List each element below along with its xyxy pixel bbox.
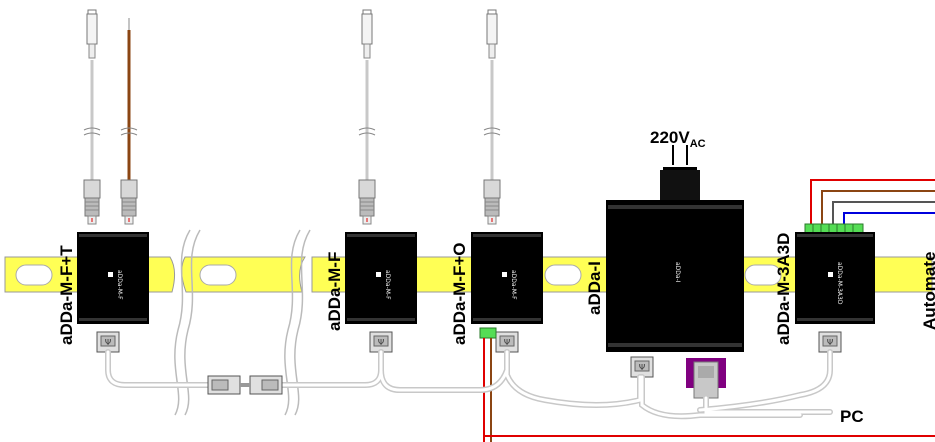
module-addam-3a3d: aDDa-M-3A3D xyxy=(795,232,875,324)
module-label: aDDa-I xyxy=(585,261,604,315)
probe-connector xyxy=(358,179,376,225)
module-face-label: aDDa-I xyxy=(674,262,681,283)
probe-sensor xyxy=(361,9,373,59)
automate-wires xyxy=(810,179,935,228)
probe-connector xyxy=(120,179,138,225)
usb-cables-inner xyxy=(106,350,832,418)
module-addam-f-t: aDDa-M-F xyxy=(77,232,149,324)
probe-connector xyxy=(83,179,101,225)
module-label: aDDa-M-F xyxy=(325,252,344,331)
probe-sensor xyxy=(86,9,98,59)
rail-break-lines xyxy=(174,229,311,416)
probe-cables xyxy=(90,60,494,180)
power-plug xyxy=(660,145,700,201)
module-face-label: aDDa-M-3A3D xyxy=(836,262,843,305)
power-label: 220VAC xyxy=(650,128,706,150)
automate-label: Automate xyxy=(920,252,935,330)
probe-sensor xyxy=(486,9,498,59)
module-label: aDDa-M-F+T xyxy=(57,245,76,345)
module-adda-i: aDDa-I xyxy=(606,200,744,352)
module-face-label: aDDa-M-F xyxy=(510,270,517,300)
module-face-label: aDDa-M-F xyxy=(116,270,123,300)
module-addam-f: aDDa-M-F xyxy=(345,232,417,324)
module-label: aDDa-M-3A3D xyxy=(774,233,793,345)
probe-connector xyxy=(483,179,501,225)
pc-label: PC xyxy=(840,407,864,426)
module-face-label: aDDa-M-F xyxy=(384,270,391,300)
module-addam-f-o: aDDa-M-F xyxy=(471,232,543,324)
output-terminal xyxy=(479,327,497,339)
db9-connector xyxy=(686,358,726,399)
usb-coupler xyxy=(207,375,283,395)
cable-break-marks xyxy=(83,127,501,136)
module-label: aDDa-M-F+O xyxy=(450,243,469,345)
